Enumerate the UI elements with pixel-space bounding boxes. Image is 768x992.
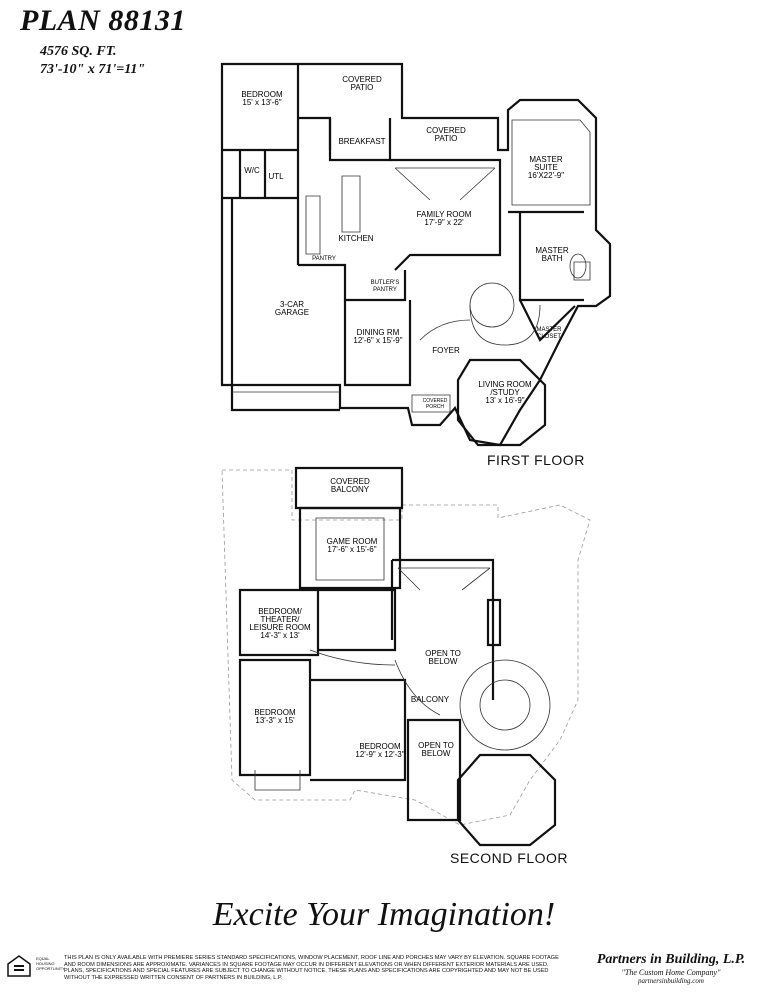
label-utl: UTL [268, 172, 284, 181]
label-master-closet: MASTER [536, 327, 562, 333]
label-wic: W/C [244, 166, 260, 175]
label-family-room-size: 17'-9" x 22' [424, 218, 464, 227]
first-floor-walls [220, 62, 612, 447]
label-butlers-2: PANTRY [373, 287, 397, 293]
label-theater: BEDROOM/ [258, 607, 302, 616]
second-floor-label: SECOND FLOOR [450, 850, 569, 866]
second-floor-labels: COVERED BALCONY GAME ROOM 17'-6" x 15'-6… [249, 477, 461, 759]
label-covered-patio: COVERED [342, 75, 382, 84]
second-floor-walls [238, 466, 557, 847]
label-pantry: PANTRY [312, 256, 336, 262]
label-master-bath-2: BATH [542, 254, 563, 263]
first-floor-labels: BEDROOM 15' x 13'-6" COVERED PATIO BREAK… [241, 75, 569, 410]
label-dining: DINING RM [357, 328, 400, 337]
label-open-below: OPEN TO [425, 649, 461, 658]
label-covered-patio-b2: PATIO [435, 134, 458, 143]
label-covered-balcony: COVERED [330, 477, 370, 486]
label-master-suite-size: 16'X22'-9" [528, 171, 564, 180]
label-kitchen: KITCHEN [338, 234, 373, 243]
label-open-below-b: OPEN TO [418, 741, 454, 750]
square-footage: 4576 SQ. FT. [40, 44, 117, 59]
label-bedroom-b-size: 12'-9" x 12'-3" [355, 750, 404, 759]
label-porch: COVERED [423, 398, 448, 404]
disclaimer: THIS PLAN IS ONLY AVAILABLE WITH PREMIER… [64, 955, 559, 981]
brand-name: Partners in Building, L.P. [596, 952, 746, 967]
label-garage: 3-CAR [280, 300, 304, 309]
label-theater-3: LEISURE ROOM [249, 623, 311, 632]
label-covered-patio-b: COVERED [426, 126, 466, 135]
label-garage-2: GARAGE [275, 308, 309, 317]
brand-url: partnersinbuilding.com [638, 977, 704, 985]
roof-line [221, 469, 591, 826]
label-open-below-b2: BELOW [422, 749, 451, 758]
plan-title: PLAN 88131 [20, 4, 186, 37]
label-foyer: FOYER [432, 346, 460, 355]
label-bedroom: BEDROOM [241, 90, 283, 99]
brand-tagline: "The Custom Home Company" [621, 968, 721, 977]
first-floor-details [232, 119, 591, 413]
label-game-room-size: 17'-6" x 15'-6" [327, 545, 376, 554]
label-living-size: 13' x 16'-9" [485, 396, 524, 405]
first-floor-label: FIRST FLOOR [487, 452, 585, 468]
label-master-bath: MASTER [535, 246, 569, 255]
label-bedroom-a: BEDROOM [254, 708, 296, 717]
label-covered-patio-2: PATIO [351, 83, 374, 92]
label-family-room: FAMILY ROOM [417, 210, 472, 219]
label-bedroom-size: 15' x 13'-6" [242, 98, 281, 107]
label-covered-balcony-2: BALCONY [331, 485, 370, 494]
label-theater-size: 14'-3" x 13' [260, 631, 300, 640]
slogan: Excite Your Imagination! [212, 896, 556, 933]
label-theater-2: THEATER/ [261, 615, 301, 624]
label-porch-2: PORCH [426, 404, 444, 410]
equal-housing-text: EQUAL HOUSING OPPORTUNITY [36, 956, 65, 971]
equal-housing-icon [7, 955, 31, 977]
label-master-suite-2: SUITE [534, 163, 558, 172]
plan-dimensions: 73'-10" x 71'=11" [40, 62, 146, 77]
second-floor-details [254, 517, 551, 791]
label-living-2: /STUDY [490, 388, 520, 397]
label-breakfast: BREAKFAST [338, 137, 385, 146]
brand-block: Partners in Building, L.P. "The Custom H… [578, 952, 764, 985]
label-master-closet-2: CLOSET [537, 334, 561, 340]
label-game-room: GAME ROOM [327, 537, 378, 546]
label-bedroom-b: BEDROOM [359, 742, 401, 751]
label-butlers: BUTLER'S [371, 280, 400, 286]
label-open-below-2: BELOW [429, 657, 458, 666]
label-dining-size: 12'-6" x 15'-9" [353, 336, 402, 345]
label-balcony: BALCONY [411, 695, 450, 704]
label-master-suite: MASTER [529, 155, 563, 164]
label-living: LIVING ROOM [478, 380, 532, 389]
label-bedroom-a-size: 13'-3" x 15' [255, 716, 295, 725]
